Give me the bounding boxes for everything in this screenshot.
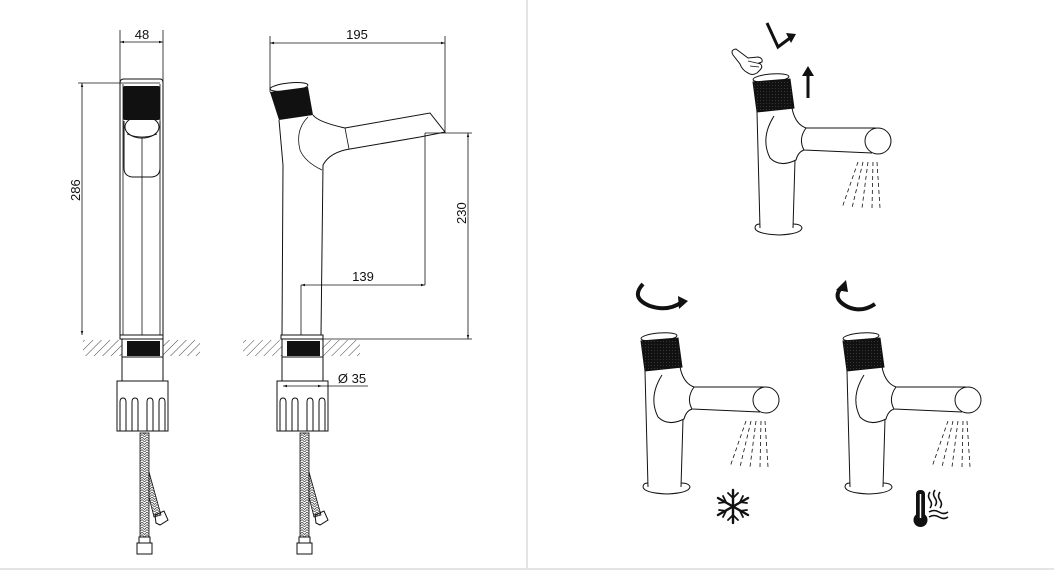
dim-spout-reach-label: 139: [352, 269, 374, 284]
thermometer-hot-icon: [913, 489, 949, 527]
dim-height-label: 286: [68, 179, 83, 201]
lift-arrow-icon: [802, 66, 814, 98]
rotate-counterclockwise-icon: [835, 280, 877, 312]
turn-on-arrow-icon: [765, 22, 791, 50]
dim-depth-label: 195: [346, 27, 368, 42]
snowflake-cold-icon: [716, 488, 750, 525]
front-view: [78, 30, 200, 555]
hand-press-icon: [731, 48, 763, 75]
dim-width-label: 48: [135, 27, 149, 42]
dim-spout-height-label: 230: [454, 202, 469, 224]
operation-step-on: [731, 22, 892, 236]
dim-base-diameter-label: Ø 35: [338, 371, 366, 386]
rotate-clockwise-icon: [635, 282, 688, 311]
side-view: [243, 36, 472, 555]
operation-step-cold: [635, 282, 780, 525]
operation-step-hot: [835, 280, 982, 527]
